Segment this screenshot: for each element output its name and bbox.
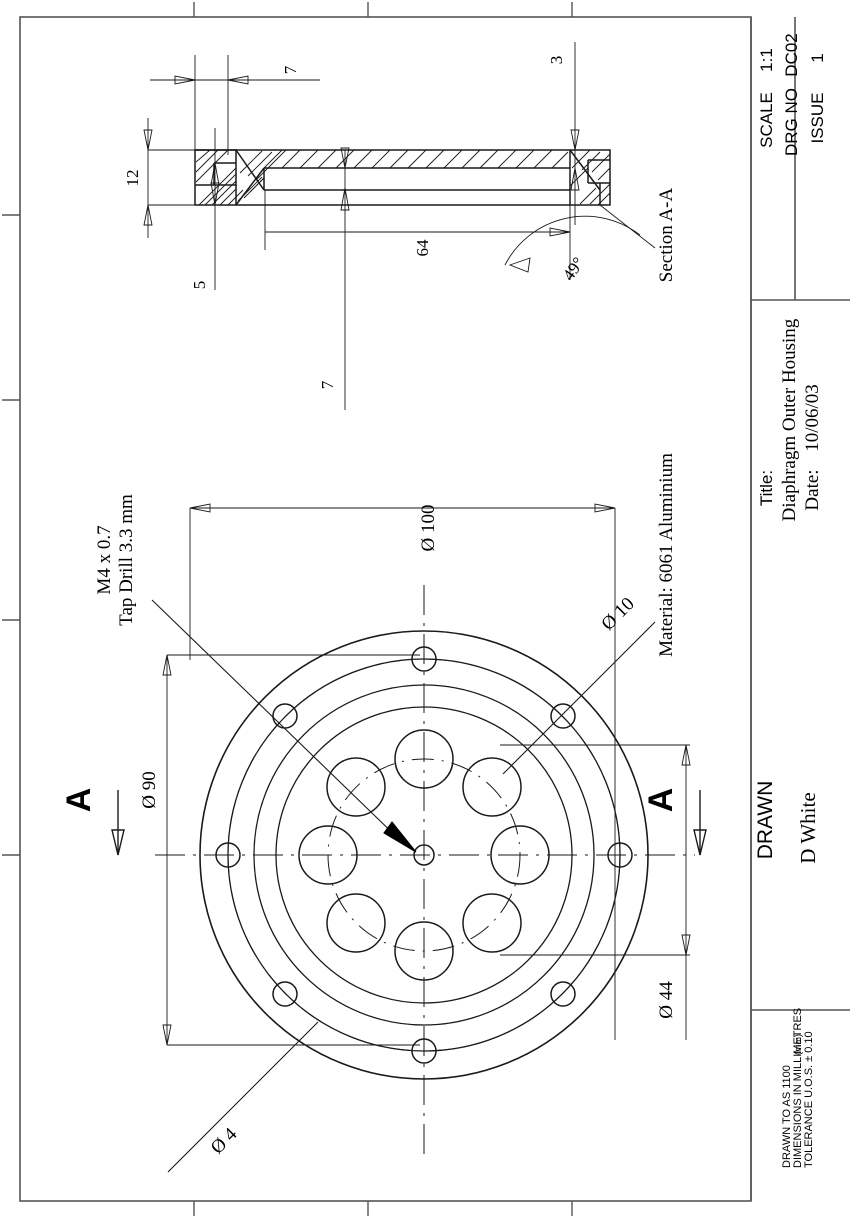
- section-view-a-a: 12 7 5 3 64: [123, 42, 677, 410]
- title-block-frame: [750, 17, 850, 1201]
- dimension-d90-label: Ø 90: [139, 771, 160, 808]
- large-hole: [462, 893, 522, 953]
- dimension-12: [143, 118, 230, 238]
- small-hole-group: [215, 646, 633, 1064]
- dimension-7-lower-label: 7: [318, 380, 337, 389]
- drawn-by-value: D White: [796, 792, 820, 863]
- title-value: Diaphragm Outer Housing: [779, 318, 800, 521]
- dimension-64: [264, 190, 571, 280]
- dimension-3: [570, 42, 580, 225]
- small-hole: [550, 981, 576, 1007]
- small-hole: [550, 703, 576, 729]
- dimension-49-degrees: [504, 204, 656, 273]
- scale-value: 1:1: [757, 48, 776, 72]
- drawn-label: DRAWN: [754, 781, 777, 860]
- small-hole: [272, 981, 298, 1007]
- standard-note-2b: (mm): [793, 1034, 803, 1055]
- tap-note-line-1: M4 x 0.7: [94, 525, 115, 594]
- date-label: Date:: [802, 469, 823, 510]
- dimension-5-label: 5: [190, 281, 209, 290]
- dimension-64-label: 64: [413, 239, 432, 257]
- large-hole: [326, 757, 386, 817]
- title-block[interactable]: SCALE 1:1 DRG NO DC02 ISSUE 1 Title: Dia…: [754, 33, 827, 1168]
- issue-value: 1: [808, 53, 827, 62]
- large-hole: [326, 893, 386, 953]
- section-cut-markers: [111, 790, 707, 856]
- tap-note-leader: [151, 599, 417, 853]
- date-value: 10/06/03: [802, 384, 823, 452]
- section-marker-a-left: A: [60, 788, 98, 813]
- dimension-12-label: 12: [123, 170, 142, 187]
- dimension-d44-label: Ø 44: [656, 981, 677, 1019]
- dimension-5: [210, 128, 220, 290]
- dimension-3-label: 3: [547, 56, 566, 65]
- dimension-d44: [500, 744, 691, 1040]
- scale-label: SCALE: [757, 92, 776, 148]
- dimension-d4-leader: [167, 1021, 319, 1173]
- title-label: Title:: [757, 470, 776, 506]
- tap-note-line-2: Tap Drill 3.3 mm: [116, 494, 137, 626]
- large-hole: [462, 757, 522, 817]
- material-note: Material: 6061 Aluminium: [656, 453, 677, 657]
- standard-note-1: DRAWN TO AS 1100: [781, 1065, 793, 1168]
- section-hatching: [195, 149, 611, 206]
- dimension-d10-leader: [502, 621, 656, 775]
- dimension-d100-label: Ø 100: [418, 505, 439, 552]
- standard-note-2: DIMENSIONS IN MILLIMETRES: [792, 1008, 804, 1168]
- dimension-7-top: [150, 55, 320, 155]
- section-caption: Section A-A: [656, 187, 677, 282]
- section-marker-a-right: A: [642, 788, 680, 813]
- issue-label: ISSUE: [808, 92, 827, 143]
- drg-no-value: DC02: [782, 33, 801, 76]
- dimension-7-lower: [340, 147, 350, 410]
- standard-note-3: TOLERANCE U.O.S. ± 0.10: [803, 1031, 815, 1168]
- dimension-d100: [189, 503, 616, 1040]
- drg-no-label: DRG NO: [782, 88, 801, 156]
- dimension-7-top-label: 7: [281, 65, 300, 74]
- small-hole: [272, 703, 298, 729]
- centrelines: [155, 585, 695, 1160]
- frame-tick-marks: [2, 2, 573, 1216]
